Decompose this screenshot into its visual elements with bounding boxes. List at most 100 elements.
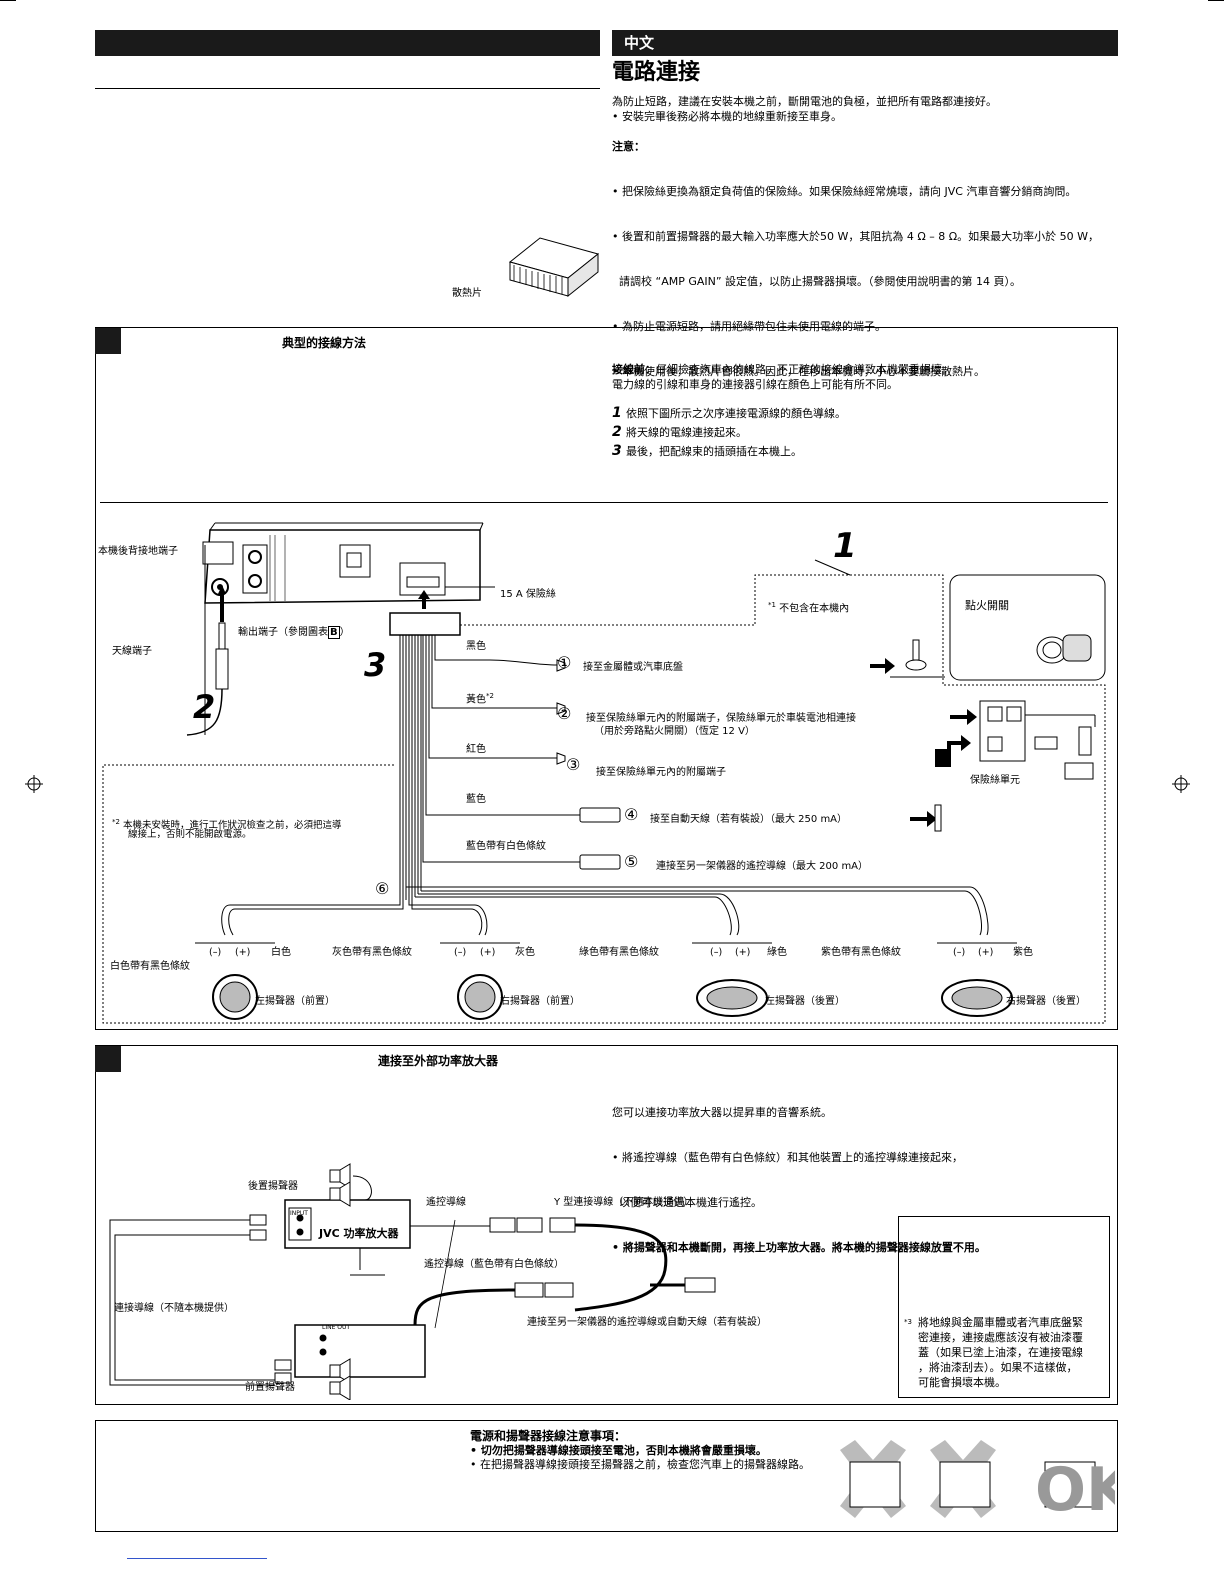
speaker-lr-plus: (+) <box>735 947 751 958</box>
caution-list: • 把保險絲更換為額定負荷值的保險絲。如果保險絲經常燒壞，請向 JVC 汽車音響… <box>612 154 1099 394</box>
step-3-callout: 3 <box>364 646 387 684</box>
intro-line: • 安裝完畢後務必將本機的地線重新接至車身。 <box>612 110 842 123</box>
amplifier-diagram <box>109 1163 716 1400</box>
note3-text: 將地線與金屬車體或者汽車底盤緊 密連接，連接處應該沒有被油漆覆 蓋（如果已塗上油… <box>918 1315 1083 1390</box>
section-a-panel <box>95 327 1118 1030</box>
output-label: 輸出端子（參閱圖表 <box>238 627 328 638</box>
page-title: 電路連接 <box>612 60 701 85</box>
step-2-callout: 2 <box>193 688 216 726</box>
conn1-label: 接至金屬體或汽車底盤 <box>583 662 683 673</box>
y-cable-label: Y 型連接導線（不隨本機提供） <box>554 1197 694 1208</box>
section-c-bold-line: • 切勿把揚聲器導線接頭接至電池，否則本機將會嚴重損壞。 <box>470 1444 767 1457</box>
wire-purple-label: 紫色 <box>1013 947 1033 958</box>
step-text: 最後，把配線束的插頭插在本機上。 <box>626 445 802 458</box>
wire-yellow-text: 黃色 <box>466 694 486 706</box>
remote-wire2-label: 遙控導線（藍色帶有白色條紋） <box>424 1259 564 1270</box>
ok-mark: OK <box>1035 1455 1115 1525</box>
conn2-label-b: （用於旁路點火開關）（恆定 12 V） <box>594 726 755 737</box>
step-number: 3 <box>612 443 622 459</box>
conn-num-1: ① <box>557 653 572 672</box>
left-header-bar <box>95 30 600 56</box>
conn-cable-label: 連接導線（不隨本機提供） <box>114 1303 234 1314</box>
conn-num-3: ③ <box>566 755 581 774</box>
wire-yellow-label: 黃色*2 <box>466 690 494 706</box>
caution-title: 注意： <box>612 140 645 153</box>
section-c-line: • 在把揚聲器導線接頭接至揚聲器之前，檢查您汽車上的揚聲器線路。 <box>470 1458 810 1471</box>
speaker-lf-plus: (+) <box>235 947 251 958</box>
before-wiring: 接線前：仔細檢查汽車內的線路。不正確的接線會導致本機嚴重損壞。 <box>612 362 953 377</box>
section-b-line: 以便可以通過本機進行遙控。 <box>612 1196 762 1209</box>
left-rule <box>95 88 600 89</box>
conn3-label: 接至保險絲單元內的附屬端子 <box>596 767 726 778</box>
speakers <box>195 942 1017 1020</box>
caution-line: • 後置和前置揚聲器的最大輸入功率應大於50 W，其阻抗為 4 Ω – 8 Ω。… <box>612 230 1100 243</box>
section-b-bold-line: • 將揚聲器和本機斷開，再接上功率放大器。將本機的揚聲器接線放置不用。 <box>612 1241 986 1254</box>
speaker-rr-plus: (+) <box>978 947 994 958</box>
heatsink-label: 散熱片 <box>452 288 482 299</box>
note2-mark: *2 <box>486 692 494 700</box>
registration-mark-left <box>25 775 43 793</box>
conn2-label: 接至保險絲單元內的附屬端子，保險絲單元於車裝電池相連接 <box>586 713 856 724</box>
conn-num-2: ② <box>557 704 572 723</box>
speaker-lr-minus: (–) <box>710 947 723 958</box>
speaker-lr-label: 左揚聲器（後置） <box>765 996 845 1007</box>
front-speaker-label: 前置揚聲器 <box>245 1382 295 1393</box>
wire-black-label: 黑色 <box>466 641 486 652</box>
amp-input-label: INPUT <box>290 1210 308 1217</box>
section-a-marker <box>95 328 121 354</box>
section-b-line: • 將遙控導線（藍色帶有白色條紋）和其他裝置上的遙控導線連接起來， <box>612 1151 963 1164</box>
caution-line: 請調校 “AMP GAIN” 設定值，以防止揚聲器損壞。（參閱使用說明書的第 1… <box>612 275 1022 288</box>
note1-mark: *1 <box>768 601 776 609</box>
step-number: 1 <box>612 405 622 421</box>
speaker-rf-label: 右揚聲器（前置） <box>500 996 580 1007</box>
steps-list: 1 依照下圖所示之次序連接電源線的顏色導線。 2 將天線的電線連接起來。 3 最… <box>612 404 846 461</box>
note3-line: ，將油漆刮去）。如果不這樣做， <box>918 1361 1078 1374</box>
ground-terminal-label: 本機後背接地端子 <box>98 546 178 557</box>
section-a-title: 典型的接線方法 <box>282 336 367 350</box>
step-item: 1 依照下圖所示之次序連接電源線的顏色導線。 <box>612 404 846 423</box>
wire-gray-black-label: 灰色帶有黑色條紋 <box>332 947 412 958</box>
caution-line: • 為防止電源短路，請用絕緣帶包住未使用電線的端子。 <box>612 320 886 333</box>
step-1-callout: 1 <box>833 526 857 566</box>
note2-mark: *2 <box>112 818 120 826</box>
section-b-line: 您可以連接功率放大器以提昇車的音響系統。 <box>612 1106 832 1119</box>
intro-line: 為防止短路，建議在安裝本機之前，斷開電池的負極，並把所有電路都連接好。 <box>612 95 997 108</box>
section-b-panel <box>95 1045 1118 1405</box>
antenna-plug <box>186 545 229 736</box>
wire-white-label: 白色 <box>271 947 291 958</box>
note2-text-b: 線接上，否則不能開啟電源。 <box>128 829 252 840</box>
note3-box <box>898 1216 1110 1398</box>
conn-num-4: ④ <box>624 805 639 824</box>
caution-line: • 把保險絲更換為額定負荷值的保險絲。如果保險絲經常燒壞，請向 JVC 汽車音響… <box>612 185 1077 198</box>
wire-blue-white-label: 藍色帶有白色條紋 <box>466 841 546 852</box>
step-text: 將天線的電線連接起來。 <box>626 426 747 439</box>
footer-link-underline <box>127 1558 267 1559</box>
before-text: 仔細檢查汽車內的線路。不正確的接線會導致本機嚴重損壞。 <box>656 363 953 376</box>
step-number: 2 <box>612 424 622 440</box>
output-label-close: ） <box>339 627 350 638</box>
trim-mark <box>0 0 16 1</box>
wire-white-black-label: 白色帶有黑色條紋 <box>110 961 190 972</box>
registration-mark-right <box>1172 775 1190 793</box>
wiring-diagram <box>102 522 1106 1024</box>
output-ref-box: B <box>328 626 340 639</box>
note3-line: 蓋（如果已塗上油漆，在連接電線 <box>918 1346 1083 1359</box>
speaker-rf-minus: (–) <box>454 947 467 958</box>
conn5-label: 連接至另一架儀器的遙控導線（最大 200 mA） <box>656 861 869 872</box>
section-b-text: 您可以連接功率放大器以提昇車的音響系統。 • 將遙控導線（藍色帶有白色條紋）和其… <box>612 1075 986 1270</box>
before-bold: 接線前： <box>612 363 656 376</box>
speaker-rf-plus: (+) <box>480 947 496 958</box>
section-b-marker <box>95 1046 121 1072</box>
conn-num-6: ⑥ <box>375 879 390 898</box>
remote-wire-label: 遙控導線 <box>426 1197 466 1208</box>
before-text2: 電力線的引線和車身的連接器引線在顏色上可能有所不同。 <box>612 378 898 391</box>
not-included-text: 不包含在本機內 <box>779 603 850 615</box>
fuse-label: 15 A 保險絲 <box>500 589 556 600</box>
speaker-lf-minus: (–) <box>209 947 222 958</box>
step-item: 3 最後，把配線束的插頭插在本機上。 <box>612 442 846 461</box>
speaker-rr-minus: (–) <box>953 947 966 958</box>
wire-green-black-label: 綠色帶有黑色條紋 <box>579 947 659 958</box>
conn4-label: 接至自動天線（若有裝設）（最大 250 mA） <box>650 814 848 825</box>
ignition-label: 點火開關 <box>965 599 1009 612</box>
head-unit <box>202 522 495 604</box>
